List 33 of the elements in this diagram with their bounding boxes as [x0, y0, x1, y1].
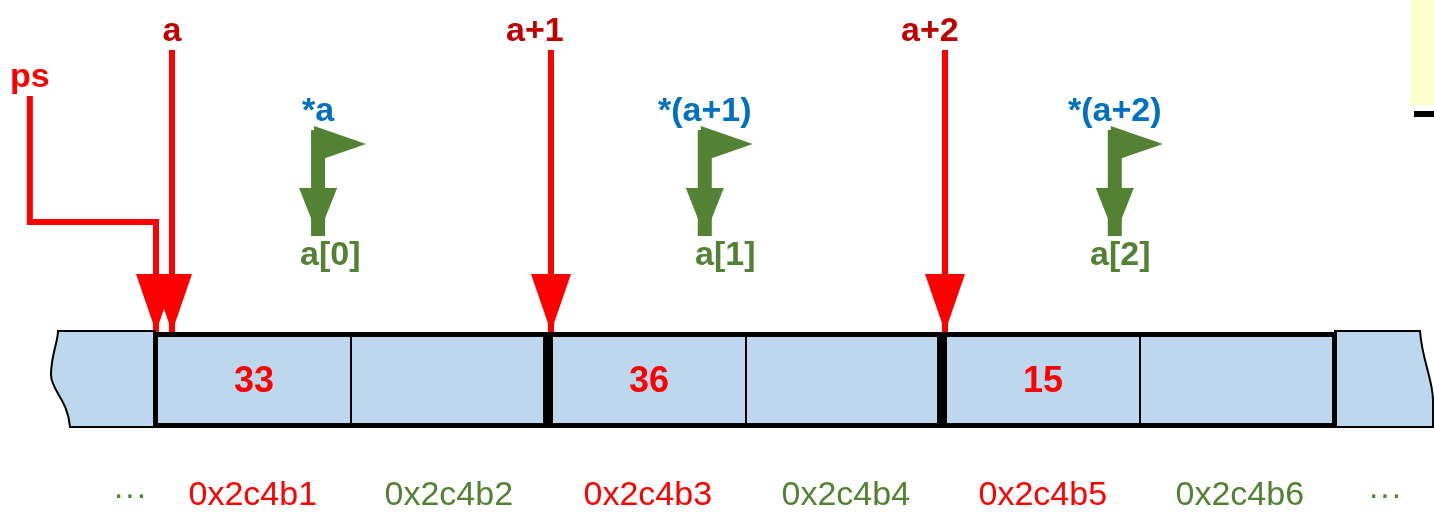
pointer-label: a[1] [695, 236, 756, 270]
array-element-box [942, 332, 1337, 428]
pointer-label: ps [10, 58, 50, 92]
arrow [925, 50, 965, 332]
pointer-label: *a [302, 92, 335, 126]
memory-strip [50, 330, 1434, 428]
address-label: 0x2c4b3 [583, 476, 713, 510]
arrow [299, 130, 338, 236]
pointer-label: a+1 [506, 12, 564, 46]
array-element-box [153, 332, 548, 428]
pointer-label: a[0] [300, 236, 361, 270]
value-cell: 33 [158, 337, 350, 423]
pointer-label: *(a+2) [1068, 92, 1162, 126]
address-label: 0x2c4b5 [978, 476, 1108, 510]
pointer-label: *(a+1) [658, 92, 752, 126]
value-cell: 15 [947, 337, 1139, 423]
array-element-box [548, 332, 942, 428]
arrow [1095, 130, 1134, 236]
pointer-label: a[2] [1090, 236, 1151, 270]
address-label: 0x2c4b1 [188, 476, 318, 510]
ellipsis: ··· [1368, 476, 1402, 510]
value-cell: 36 [553, 337, 745, 423]
memory-cell [745, 337, 937, 423]
address-label: 0x2c4b6 [1175, 476, 1305, 510]
pointer-label: a+2 [901, 12, 959, 46]
arrow [685, 130, 724, 236]
memory-cell [1139, 337, 1332, 423]
pointer-label: a [162, 12, 182, 46]
address-label: 0x2c4b4 [781, 476, 911, 510]
address-label: 0x2c4b2 [384, 476, 514, 510]
arrow [531, 50, 571, 332]
memory-cell [350, 337, 543, 423]
ellipsis: ··· [113, 476, 147, 510]
